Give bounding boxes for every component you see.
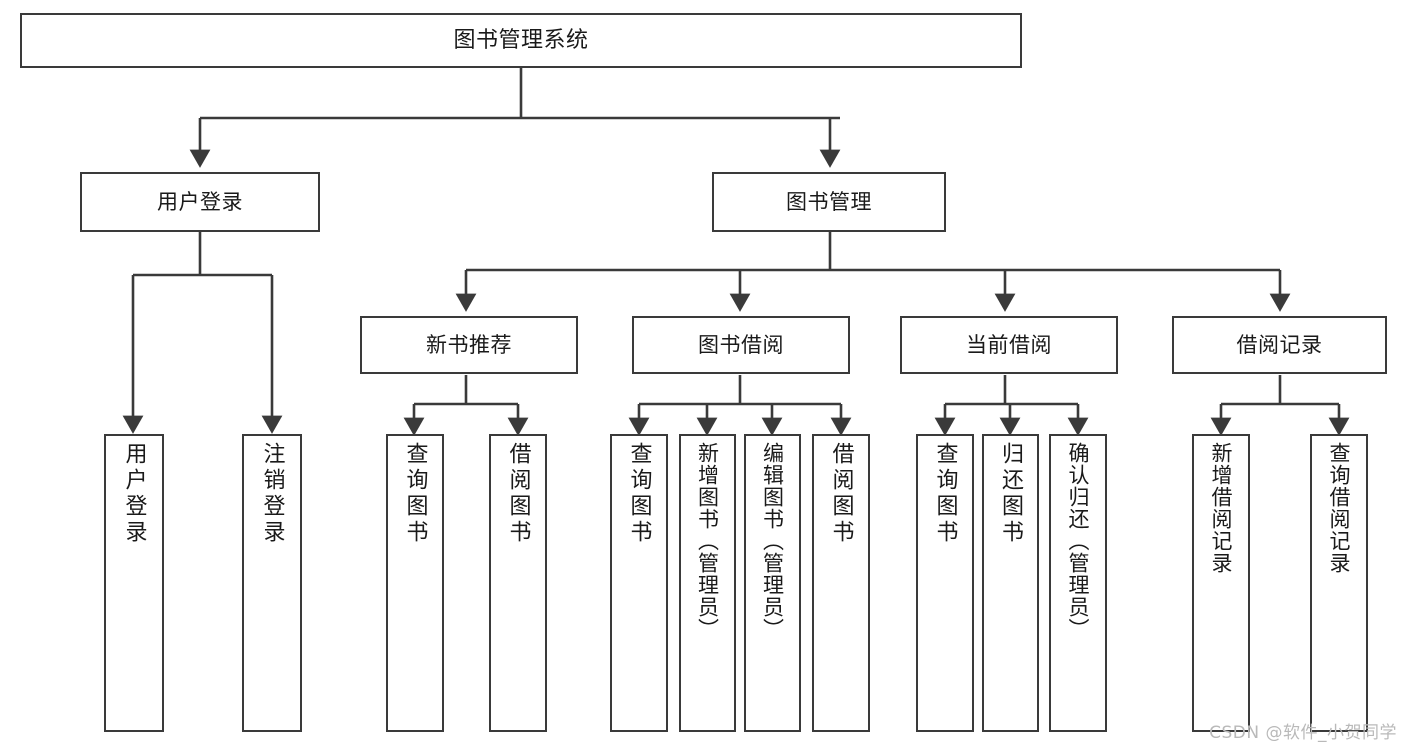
node-label: 归还图书 <box>998 442 1024 546</box>
node-label: 查询图书 <box>626 442 652 546</box>
leaf-query-book-current[interactable]: 查询图书 <box>916 434 974 732</box>
leaf-query-book-borrow[interactable]: 查询图书 <box>610 434 668 732</box>
node-new-book-recommendation[interactable]: 新书推荐 <box>360 316 578 374</box>
node-user-login[interactable]: 用户登录 <box>80 172 320 232</box>
node-label: 新增图书（管理员） <box>695 442 720 640</box>
node-book-borrowing[interactable]: 图书借阅 <box>632 316 850 374</box>
node-book-management[interactable]: 图书管理 <box>712 172 946 232</box>
node-root-book-management-system[interactable]: 图书管理系统 <box>20 13 1022 68</box>
leaf-add-book-admin[interactable]: 新增图书（管理员） <box>679 434 736 732</box>
node-label: 用户登录 <box>157 189 243 214</box>
leaf-logout-login[interactable]: 注销登录 <box>242 434 302 732</box>
leaf-confirm-return-admin[interactable]: 确认归还（管理员） <box>1049 434 1107 732</box>
node-label: 查询图书 <box>932 442 958 546</box>
node-borrowing-record[interactable]: 借阅记录 <box>1172 316 1387 374</box>
node-label: 借阅图书 <box>828 442 854 546</box>
node-label: 用户登录 <box>121 442 147 546</box>
node-label: 注销登录 <box>259 442 285 546</box>
node-label: 图书管理系统 <box>453 27 589 53</box>
node-label: 图书管理 <box>786 189 872 214</box>
leaf-query-borrow-record[interactable]: 查询借阅记录 <box>1310 434 1368 732</box>
node-label: 借阅图书 <box>505 442 531 546</box>
node-current-borrowing[interactable]: 当前借阅 <box>900 316 1118 374</box>
node-label: 新增借阅记录 <box>1209 442 1234 574</box>
leaf-query-book-new-rec[interactable]: 查询图书 <box>386 434 444 732</box>
leaf-user-login[interactable]: 用户登录 <box>104 434 164 732</box>
node-label: 借阅记录 <box>1236 332 1323 357</box>
node-label: 当前借阅 <box>966 332 1052 357</box>
node-label: 新书推荐 <box>426 332 512 357</box>
leaf-add-borrow-record[interactable]: 新增借阅记录 <box>1192 434 1250 732</box>
node-label: 查询借阅记录 <box>1327 442 1352 574</box>
node-label: 查询图书 <box>402 442 428 546</box>
leaf-borrow-book-new-rec[interactable]: 借阅图书 <box>489 434 547 732</box>
csdn-watermark: CSDN @软件_小贺同学 <box>1209 723 1397 743</box>
leaf-borrow-book-borrow[interactable]: 借阅图书 <box>812 434 870 732</box>
leaf-return-book[interactable]: 归还图书 <box>982 434 1039 732</box>
leaf-edit-book-admin[interactable]: 编辑图书（管理员） <box>744 434 801 732</box>
node-label: 确认归还（管理员） <box>1066 442 1091 640</box>
node-label: 编辑图书（管理员） <box>760 442 785 640</box>
node-label: 图书借阅 <box>698 332 784 357</box>
